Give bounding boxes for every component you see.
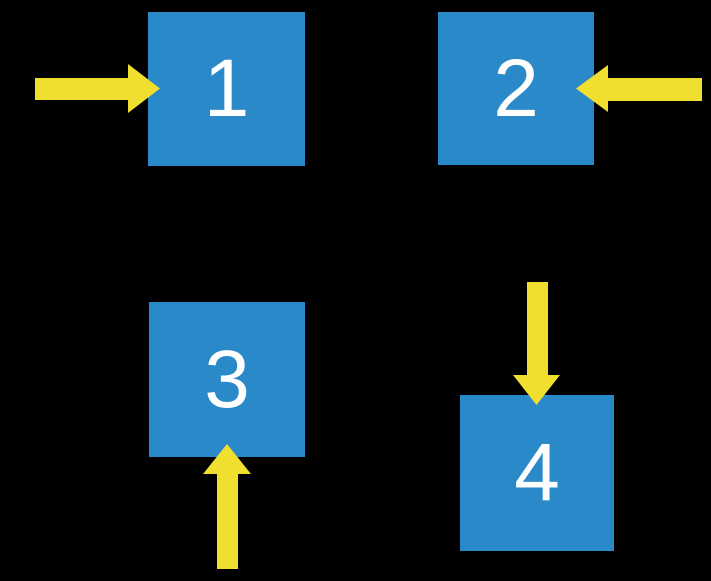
box-1: 1: [148, 12, 305, 166]
box-2-label: 2: [493, 42, 539, 134]
box-3: 3: [149, 302, 305, 457]
right-arrow-icon: [35, 64, 160, 113]
box-3-label: 3: [204, 333, 250, 425]
down-arrow-icon: [513, 282, 560, 405]
box-2: 2: [438, 12, 594, 165]
box-1-label: 1: [203, 43, 250, 134]
left-arrow-icon: [576, 65, 702, 112]
box-4: 4: [460, 395, 614, 551]
box-4-label: 4: [514, 427, 560, 518]
up-arrow-icon: [203, 444, 251, 569]
